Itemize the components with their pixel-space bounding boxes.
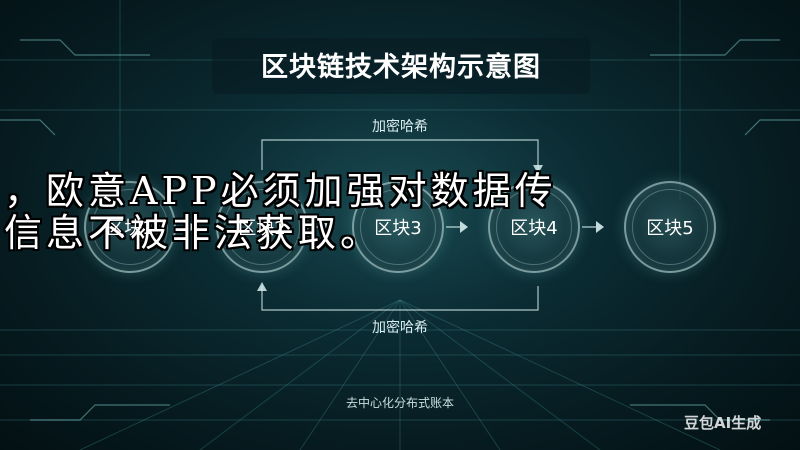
block-node-2: 区块2 [216,181,308,273]
watermark: 豆包AI生成 [684,414,762,432]
block-ring [92,189,168,265]
block-node-5: 区块5 [624,181,716,273]
hash-label-top: 加密哈希 [372,119,428,135]
block-ring [224,189,300,265]
block-label: 区块1 [106,218,154,239]
hash-label-bottom: 加密哈希 [372,320,428,336]
block-node-4: 区块4 [488,181,580,273]
overlay-text-line-1: ，欧意APP必须加强对数据传 [4,169,557,213]
block-ring [360,189,436,265]
block-label: 区块2 [238,218,286,239]
title-panel [212,38,590,94]
block-label: 区块5 [646,218,694,239]
block-ring [496,189,572,265]
block-ring [632,189,708,265]
block-node-3: 区块3 [352,181,444,273]
block-label: 区块4 [510,218,558,239]
ledger-caption: 去中心化分布式账本 [345,396,454,410]
overlay-text-line-2: 信息不被非法获取。 [4,211,383,255]
block-node-1: 区块1 [84,181,176,273]
block-label: 区块3 [374,218,422,239]
diagram-title: 区块链技术架构示意图 [261,52,541,83]
